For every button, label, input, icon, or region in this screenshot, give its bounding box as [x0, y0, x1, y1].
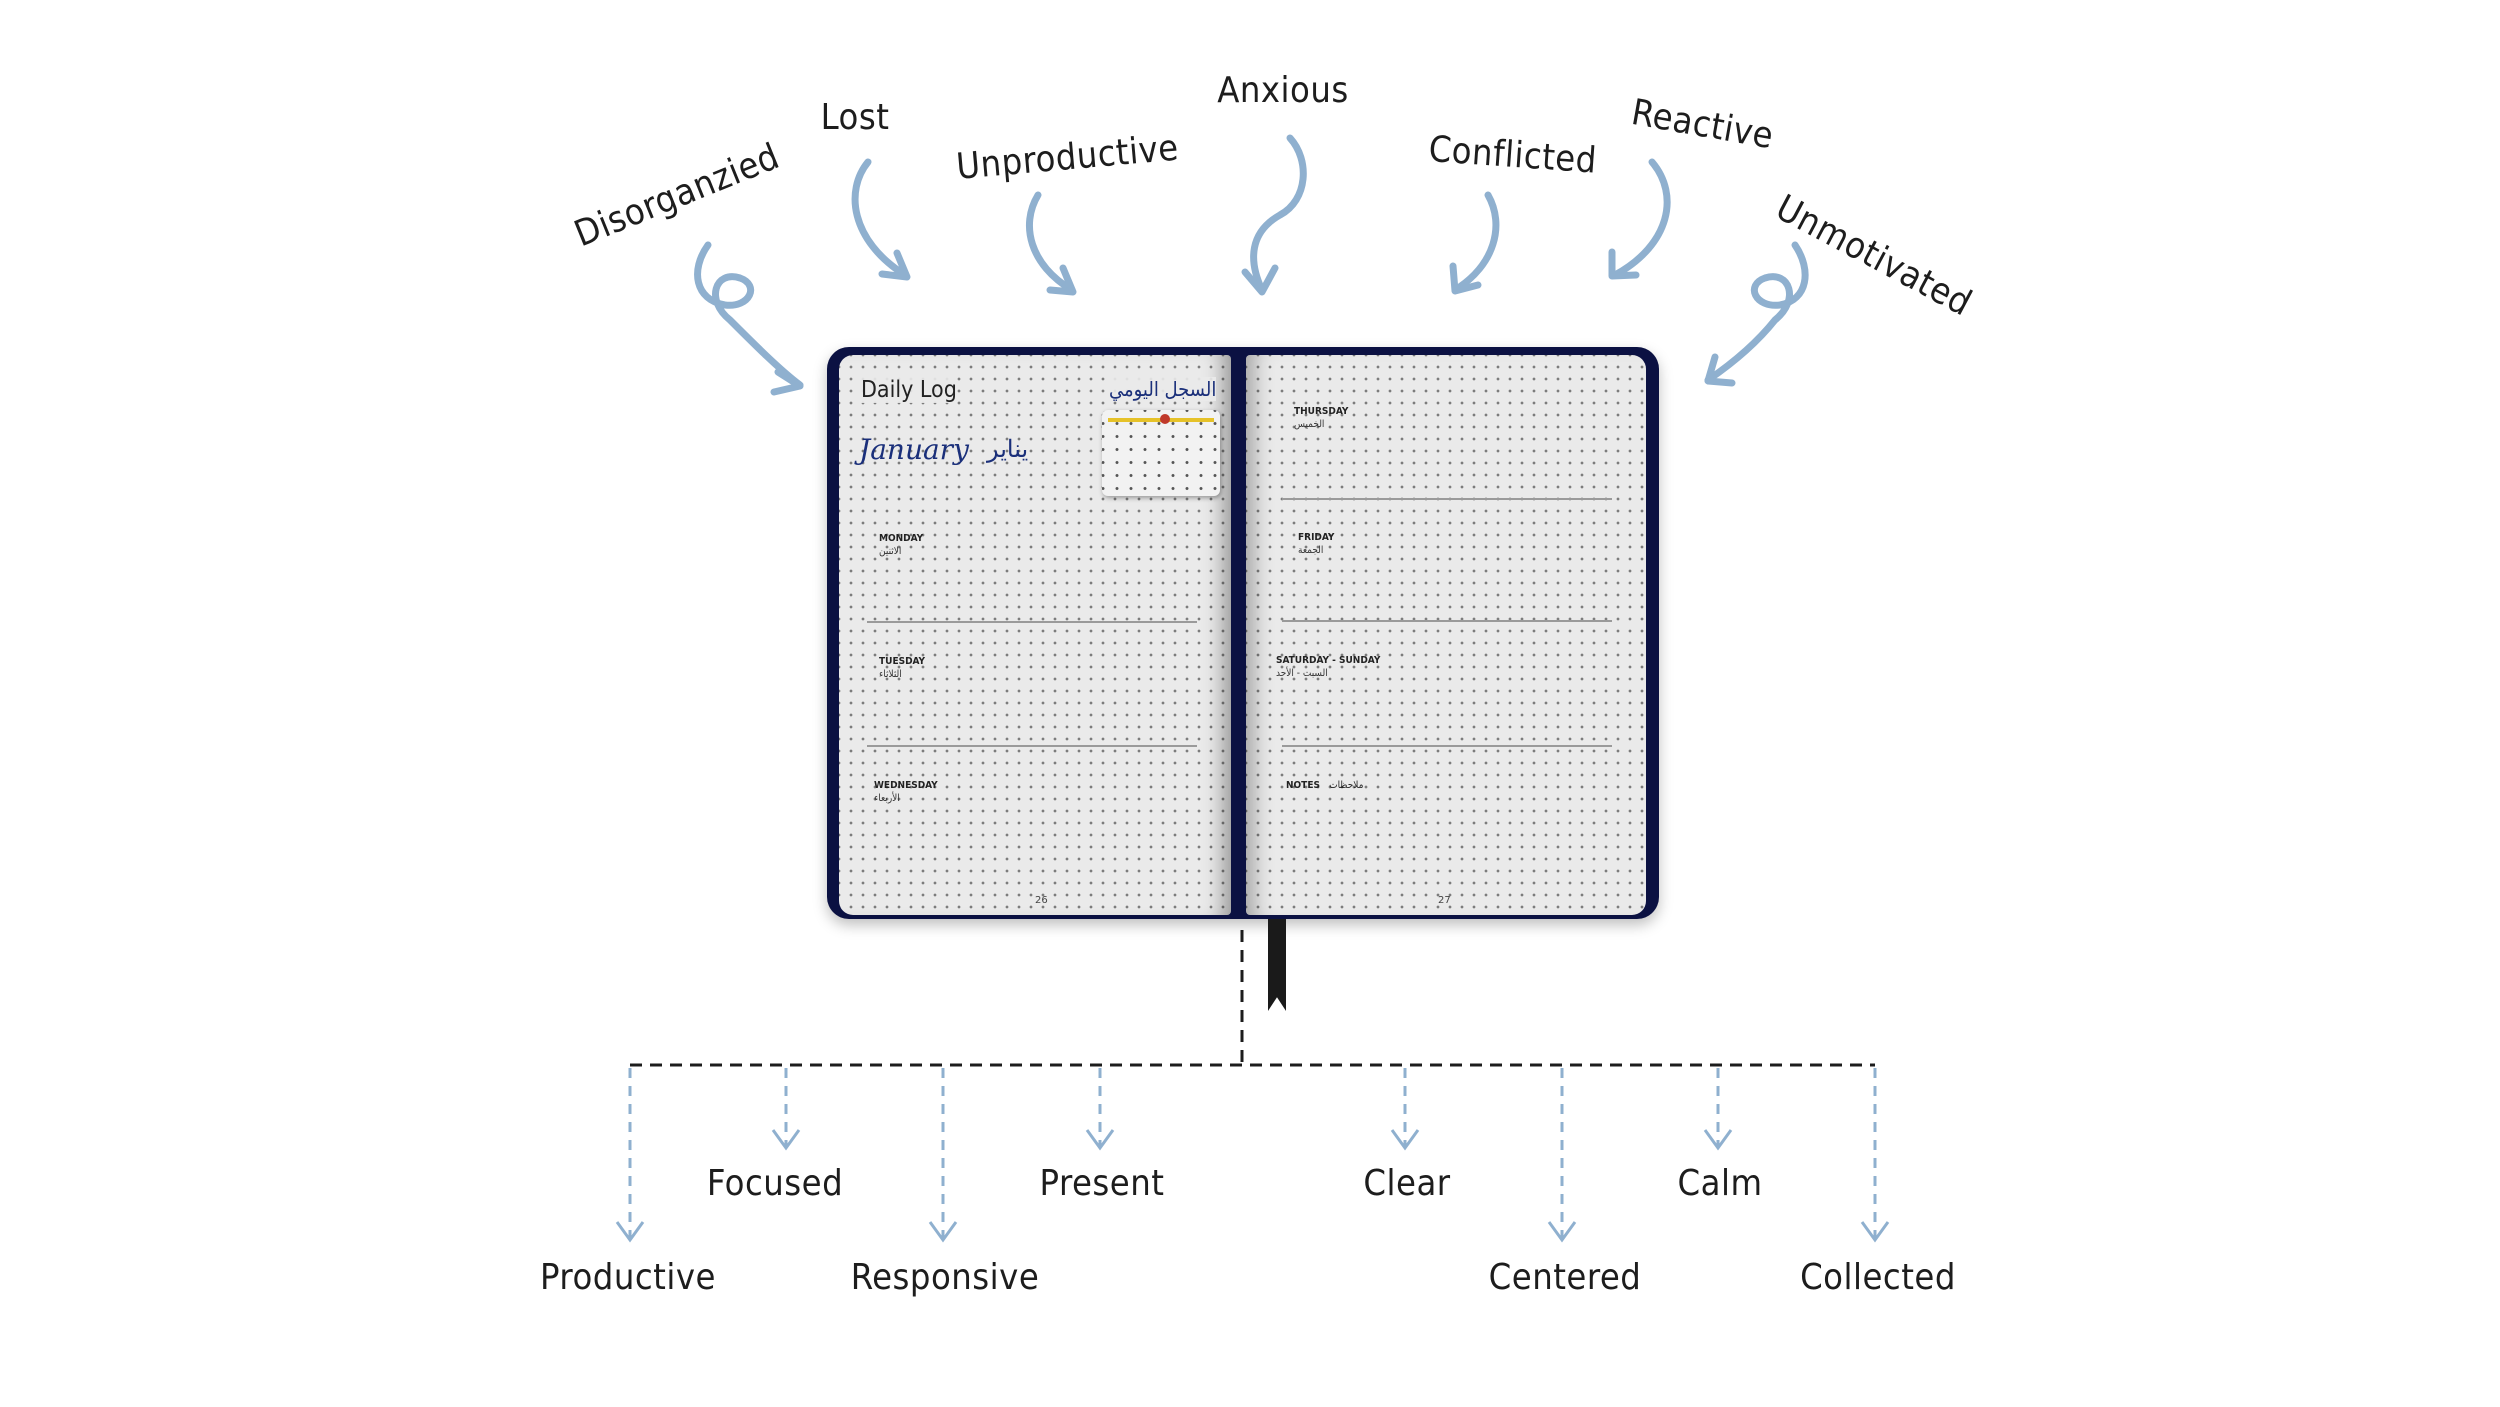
day-monday: MONDAY الاثنين — [879, 533, 923, 558]
day-wednesday-en: WEDNESDAY — [874, 780, 938, 791]
divider-4 — [1282, 620, 1612, 622]
day-friday-ar: الجمعة — [1298, 544, 1324, 556]
day-monday-ar: الاثنين — [879, 545, 902, 557]
arrow-anxious — [1241, 134, 1307, 296]
day-tuesday: TUESDAY الثلاثاء — [879, 656, 925, 681]
day-weekend-en: SATURDAY - SUNDAY — [1276, 655, 1381, 666]
day-wednesday: WEDNESDAY الأربعاء — [874, 780, 938, 805]
day-weekend: SATURDAY - SUNDAY السبت - الأحد — [1276, 655, 1380, 680]
mini-calendar — [1102, 410, 1220, 496]
page-number-right: 27 — [1438, 895, 1451, 906]
day-friday-en: FRIDAY — [1298, 532, 1335, 543]
divider-2 — [867, 745, 1197, 747]
month-label: January — [859, 433, 969, 466]
divider-1 — [867, 621, 1197, 623]
notebook: Daily Log السجل اليومي January يناير MON… — [827, 347, 1659, 1011]
arrow-lost — [851, 158, 911, 281]
day-thursday-en: THURSDAY — [1294, 406, 1349, 417]
label-productive: Productive — [540, 1257, 716, 1298]
label-clear: Clear — [1363, 1163, 1451, 1204]
daily-log-title-ar: السجل اليومي — [1109, 377, 1217, 401]
day-tuesday-en: TUESDAY — [879, 656, 926, 667]
branch-responsive — [928, 1068, 958, 1243]
day-tuesday-ar: الثلاثاء — [879, 668, 902, 680]
label-lost: Lost — [820, 97, 890, 138]
day-weekend-ar: السبت - الأحد — [1276, 667, 1328, 679]
label-focused: Focused — [706, 1163, 844, 1204]
notebook-spine — [1231, 347, 1246, 919]
day-monday-en: MONDAY — [879, 533, 924, 544]
label-centered: Centered — [1488, 1257, 1642, 1298]
branch-focused — [771, 1068, 801, 1151]
arrow-unmotivated — [1704, 241, 1809, 387]
day-thursday-ar: الخميس — [1294, 418, 1325, 430]
day-thursday: THURSDAY الخميس — [1294, 406, 1348, 431]
label-responsive: Responsive — [850, 1257, 1040, 1298]
branch-productive — [615, 1068, 645, 1243]
branch-calm — [1703, 1068, 1733, 1151]
notes-section: NOTES ملاحظات — [1286, 780, 1363, 793]
daily-log-title: Daily Log — [861, 377, 957, 403]
branch-clear — [1390, 1068, 1420, 1151]
label-calm: Calm — [1677, 1163, 1763, 1204]
arrow-conflicted — [1449, 191, 1500, 295]
day-wednesday-ar: الأربعاء — [874, 792, 900, 804]
arrow-disorganized — [694, 241, 804, 396]
arrow-reactive — [1608, 158, 1671, 280]
calendar-pin — [1160, 414, 1170, 424]
branch-centered — [1547, 1068, 1577, 1243]
arrow-unproductive — [1025, 191, 1077, 296]
bookmark-ribbon — [1268, 919, 1286, 1011]
label-anxious: Anxious — [1217, 70, 1349, 111]
notes-label-en: NOTES — [1286, 780, 1320, 791]
right-page: THURSDAY الخميس FRIDAY الجمعة SATURDAY -… — [1246, 355, 1646, 915]
label-present: Present — [1039, 1163, 1165, 1204]
divider-3 — [1282, 498, 1612, 500]
notes-label-ar: ملاحظات — [1329, 780, 1364, 791]
branch-present — [1085, 1068, 1115, 1151]
page-number-left: 26 — [1035, 895, 1048, 906]
label-collected: Collected — [1800, 1257, 1956, 1298]
month-label-ar: يناير — [987, 435, 1029, 463]
day-friday: FRIDAY الجمعة — [1298, 532, 1334, 557]
divider-5 — [1282, 745, 1612, 747]
branch-collected — [1860, 1068, 1890, 1243]
left-page: Daily Log السجل اليومي January يناير MON… — [839, 355, 1231, 915]
